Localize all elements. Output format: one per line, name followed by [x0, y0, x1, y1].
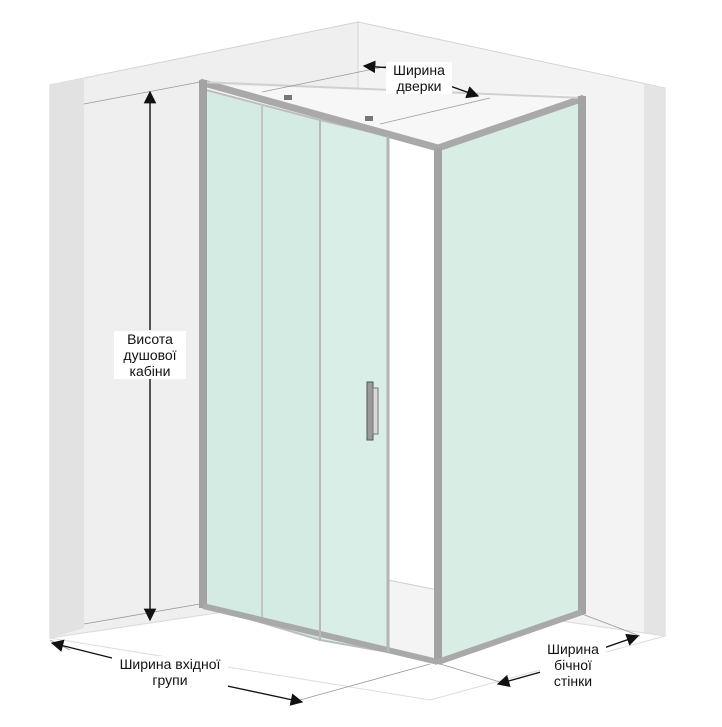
- entrance-guide-right: [299, 663, 431, 701]
- side-width-label: Ширина бічної стінки: [540, 641, 606, 689]
- roller-2: [365, 116, 373, 121]
- cabin-height-label: Висота душової кабіни: [114, 331, 186, 379]
- side-glass: [437, 98, 581, 664]
- door-handle-icon: [366, 381, 379, 441]
- side-guide-left: [439, 663, 501, 683]
- left-wall-front: [50, 78, 84, 638]
- side-guide-right: [581, 613, 641, 637]
- entrance-width-label: Ширина вхідної групи: [112, 656, 228, 688]
- frame-bottom-side: [437, 609, 583, 665]
- height-guide-top: [83, 81, 201, 105]
- entrance-arrow-left: [50, 639, 121, 661]
- door-width-guide-2: [379, 97, 491, 125]
- roller-1: [284, 95, 292, 100]
- door-width-label: Ширина дверки: [386, 62, 452, 94]
- frame-top-front: [199, 78, 439, 152]
- height-guide-bottom: [83, 603, 201, 625]
- right-wall-front: [644, 84, 665, 640]
- frame-top-side: [436, 94, 586, 152]
- front-glass-door: [319, 118, 389, 654]
- door-width-arrow-right: [449, 85, 480, 99]
- side-arrow-left: [496, 669, 549, 688]
